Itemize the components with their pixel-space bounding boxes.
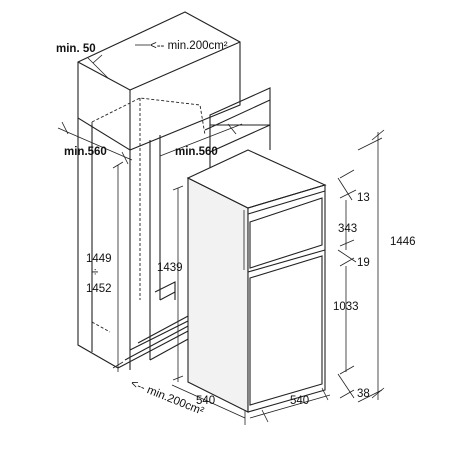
- label-1439: 1439: [157, 262, 183, 274]
- label-38: 38: [357, 388, 370, 400]
- label-343: 343: [338, 223, 357, 235]
- label-div-sign: ÷: [92, 267, 98, 279]
- label-1452: 1452: [86, 283, 112, 295]
- label-min560-left: min.560: [64, 146, 107, 158]
- dimension-lines: [57, 44, 385, 425]
- label-540-left: 540: [196, 395, 215, 407]
- label-540-right: 540: [290, 395, 309, 407]
- label-1446: 1446: [390, 236, 416, 248]
- label-19: 19: [357, 257, 370, 269]
- label-min560-right: min.560: [175, 146, 218, 158]
- label-1033: 1033: [333, 301, 359, 313]
- label-1449: 1449: [86, 253, 112, 265]
- fridge: [186, 149, 327, 413]
- label-vent-top: <-- min.200cm²: [150, 40, 228, 52]
- label-13: 13: [357, 192, 370, 204]
- cabinet: [77, 11, 271, 370]
- label-min-50: min. 50: [56, 43, 96, 55]
